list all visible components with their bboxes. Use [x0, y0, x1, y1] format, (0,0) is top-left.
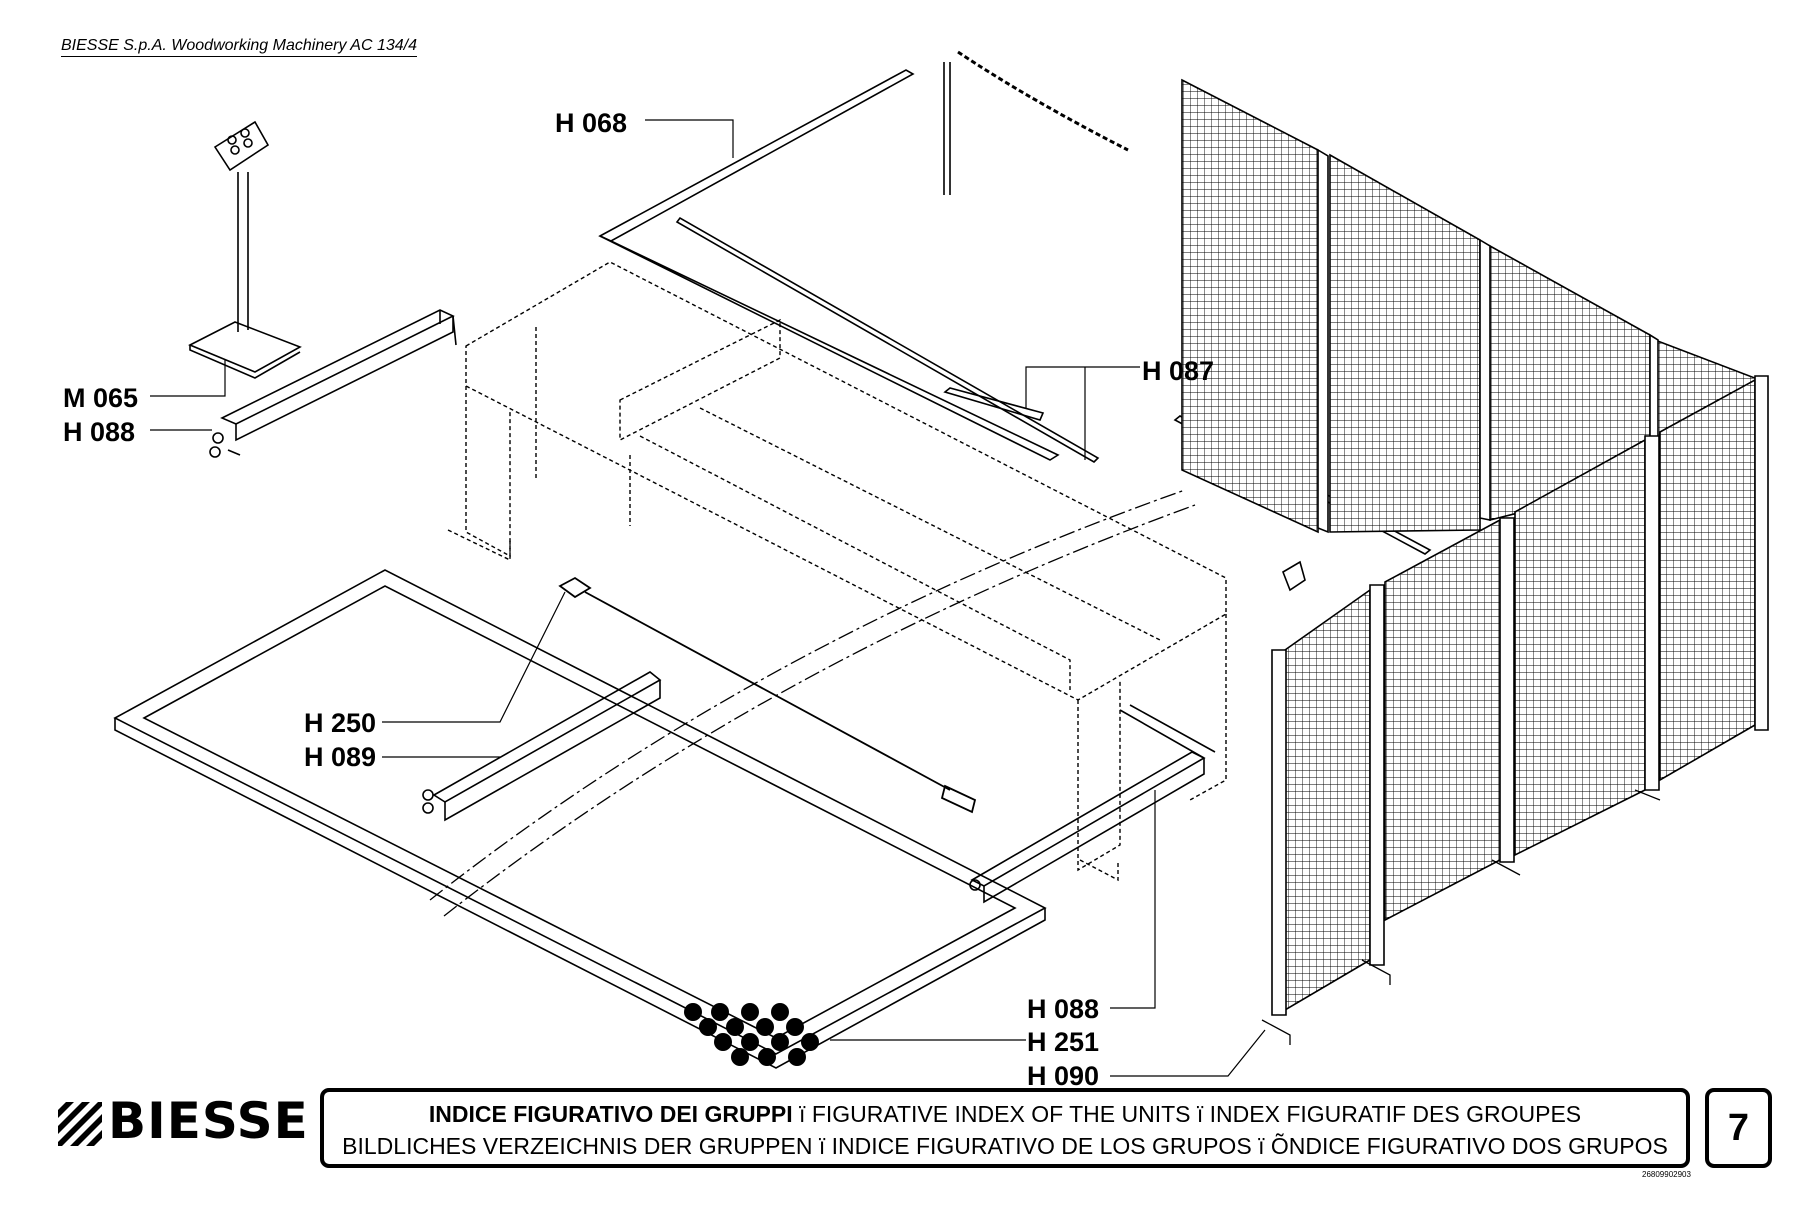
title-separator: ï — [1258, 1133, 1265, 1159]
title-separator: ï — [1196, 1101, 1204, 1127]
fence-leaders — [1261, 789, 1661, 1045]
page-number: 7 — [1705, 1088, 1772, 1168]
leader-lines — [150, 119, 1266, 1077]
biesse-logo-mark-icon — [58, 1102, 102, 1146]
title-italian: INDICE FIGURATIVO DEI GRUPPI — [428, 1101, 793, 1127]
label-h068: H 068 — [555, 108, 628, 138]
fence-h090 — [1181, 78, 1769, 1016]
beam-h089 — [422, 671, 662, 822]
document-code: 26809902903 — [1642, 1170, 1691, 1179]
label-h250: H 250 — [304, 708, 377, 738]
title-french: INDEX FIGURATIF DES GROUPES — [1209, 1101, 1582, 1127]
title-separator: ï — [799, 1101, 806, 1127]
beam-h088-bottom — [969, 704, 1216, 904]
title-line-2: BILDLICHES VERZEICHNIS DER GRUPPEN ï IND… — [324, 1133, 1686, 1160]
label-h088-top: H 088 — [63, 417, 136, 447]
bar-h250 — [558, 576, 977, 814]
beam-h088-top — [209, 309, 457, 458]
logo-wordmark: BIESSE — [108, 1092, 309, 1150]
top-frame-h068 — [598, 50, 1129, 463]
label-h090: H 090 — [1027, 1061, 1100, 1091]
title-line-1: INDICE FIGURATIVO DEI GRUPPI ï FIGURATIV… — [324, 1101, 1686, 1128]
label-m065: M 065 — [63, 383, 139, 413]
title-english: FIGURATIVE INDEX OF THE UNITS — [811, 1101, 1191, 1127]
floor-frame-h251 — [113, 569, 1047, 1069]
title-portuguese: ÕNDICE FIGURATIVO DOS GRUPOS — [1270, 1133, 1668, 1159]
title-spanish: INDICE FIGURATIVO DE LOS GRUPOS — [831, 1133, 1252, 1159]
biesse-logo: BIESSE — [58, 1096, 316, 1154]
label-h087: H 087 — [1142, 356, 1215, 386]
floor-dots — [684, 1003, 819, 1066]
stand-m065 — [188, 120, 302, 379]
label-h251: H 251 — [1027, 1027, 1100, 1057]
break-lines — [429, 489, 1196, 917]
label-h089: H 089 — [304, 742, 377, 772]
title-german: BILDLICHES VERZEICHNIS DER GRUPPEN — [342, 1133, 813, 1159]
title-block: INDICE FIGURATIVO DEI GRUPPI ï FIGURATIV… — [320, 1088, 1690, 1168]
machine-outline — [447, 261, 1227, 882]
page-header: BIESSE S.p.A. Woodworking Machinery AC 1… — [61, 37, 418, 57]
title-separator: ï — [818, 1133, 826, 1159]
label-h088-bottom: H 088 — [1027, 994, 1100, 1024]
